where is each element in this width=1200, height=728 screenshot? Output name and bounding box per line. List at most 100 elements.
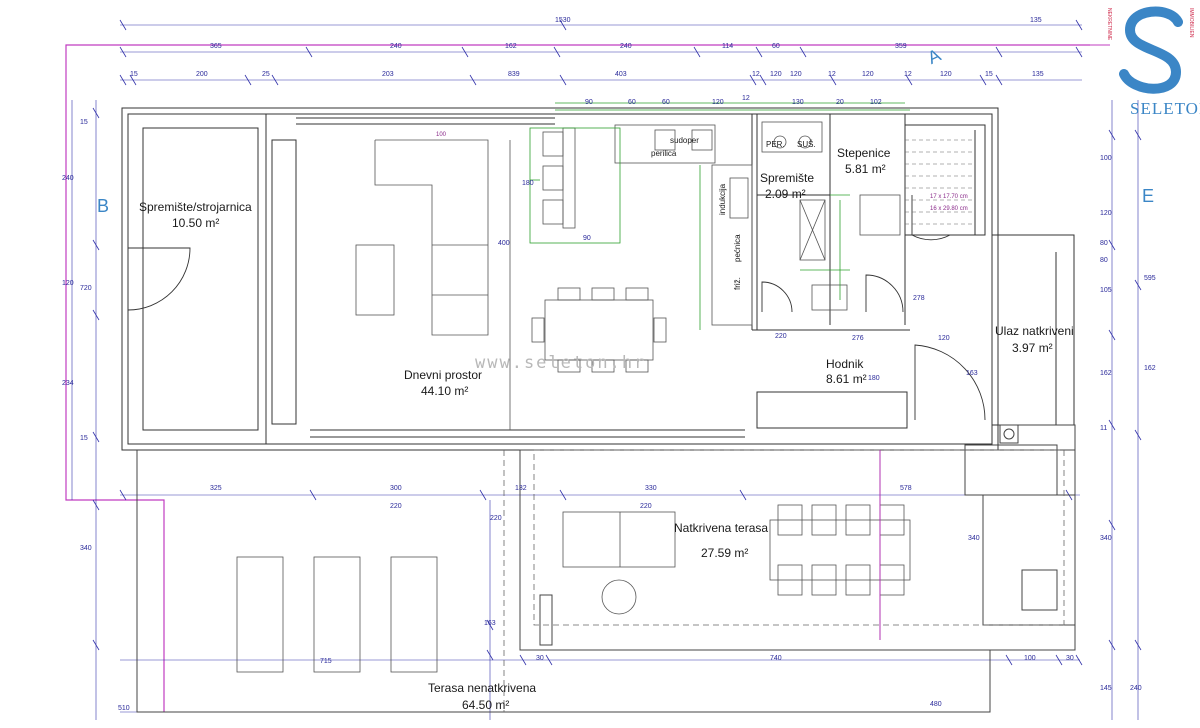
dim-label: 80 — [1100, 257, 1108, 264]
dim-label: 715 — [320, 658, 332, 665]
dim-label: 132 — [515, 485, 527, 492]
dim-label: 480 — [930, 701, 942, 708]
dim-label: 325 — [210, 485, 222, 492]
dim-label: 100 — [436, 132, 447, 138]
dim-label: 839 — [508, 71, 520, 78]
dim-label: 720 — [80, 285, 92, 292]
dim-label: 120 — [62, 280, 74, 287]
room-area-entrance: 3.97 m² — [1012, 341, 1053, 355]
dim-label: 120 — [770, 71, 782, 78]
room-area-storage: 10.50 m² — [172, 216, 219, 230]
dim-label: 120 — [790, 71, 802, 78]
dim-label: 120 — [712, 99, 724, 106]
room-area-stairs: 5.81 m² — [845, 162, 886, 176]
dim-label: 120 — [940, 71, 952, 78]
dim-label: 12 — [828, 71, 836, 78]
dim-label: 162 — [505, 43, 517, 50]
fixture-fridge: friž. — [733, 277, 742, 290]
dimension-lines — [71, 19, 1142, 720]
dim-label: 203 — [382, 71, 394, 78]
dim-top-right: 135 — [1030, 17, 1042, 24]
stair-treads — [905, 139, 975, 225]
dim-label: 15 — [985, 71, 993, 78]
dim-label: 240 — [62, 175, 74, 182]
terrace-dashed — [503, 449, 1065, 712]
dim-label: 130 — [792, 99, 804, 106]
fixture-oven: pećnica — [733, 234, 742, 262]
dim-label: 740 — [770, 655, 782, 662]
room-name-storage: Spremište/strojarnica — [139, 200, 252, 214]
dim-label: 100 — [1100, 155, 1112, 162]
dim-label: 60 — [772, 43, 780, 50]
fixture-washer: perilica — [651, 149, 677, 158]
terrace-outlines — [136, 424, 1076, 713]
dim-top-overall: 1530 — [555, 17, 571, 24]
room-area-pantry: 2.09 m² — [765, 187, 806, 201]
dim-label: 20 — [836, 99, 844, 106]
dim-label: 12 — [742, 95, 750, 102]
dim-label: 330 — [645, 485, 657, 492]
dim-label: 234 — [62, 380, 74, 387]
furniture — [236, 121, 911, 673]
dim-label: 162 — [1100, 370, 1112, 377]
room-name-living: Dnevni prostor — [404, 368, 482, 382]
dim-label: 60 — [628, 99, 636, 106]
dim-label: 180 — [868, 375, 880, 382]
dim-label: 240 — [620, 43, 632, 50]
building-walls — [121, 107, 1075, 451]
dim-label: 15 — [80, 119, 88, 126]
room-name-open-terrace: Terasa nenatkrivena — [428, 681, 536, 695]
dim-label: 145 — [1100, 685, 1112, 692]
dim-label: 340 — [968, 535, 980, 542]
dim-label: 12 — [904, 71, 912, 78]
dim-label: 200 — [196, 71, 208, 78]
dim-label: 120 — [1100, 210, 1112, 217]
dim-label: 220 — [490, 515, 502, 522]
dim-label: 102 — [870, 99, 882, 106]
dim-label: 120 — [938, 335, 950, 342]
property-boundary — [65, 44, 1090, 712]
dim-label: 15 — [130, 71, 138, 78]
dim-label: 400 — [498, 240, 510, 247]
logo-name: SELETON — [1130, 99, 1200, 118]
stair-note-2: 16 x 29.80 cm — [930, 206, 968, 212]
room-area-open-terrace: 64.50 m² — [462, 698, 509, 712]
dim-label: 220 — [640, 503, 652, 510]
dim-label: 60 — [662, 99, 670, 106]
room-name-entrance: Ulaz natkriveni — [995, 324, 1074, 338]
dimension-labels: 1530 135 365 240 162 240 114 60 359 15 2… — [62, 17, 1156, 712]
dim-label: 163 — [966, 370, 978, 377]
room-area-living: 44.10 m² — [421, 384, 468, 398]
logo-right-text: IMMOBILIEN — [1188, 8, 1194, 38]
fixture-sink: sudoper — [670, 136, 699, 145]
dim-label: 100 — [1024, 655, 1036, 662]
doors — [127, 195, 986, 421]
dim-label: 340 — [80, 545, 92, 552]
dim-label: 120 — [862, 71, 874, 78]
stair-note-1: 17 x 17.70 cm — [930, 194, 968, 200]
dim-label: 300 — [390, 485, 402, 492]
fixture-dryer: SUŠ. — [797, 140, 816, 149]
dim-label: 340 — [1100, 535, 1112, 542]
room-area-covered-terrace: 27.59 m² — [701, 546, 748, 560]
dim-label: 240 — [390, 43, 402, 50]
axis-label-a: A — [924, 45, 943, 68]
room-area-hall: 8.61 m² — [826, 372, 867, 386]
dim-label: 114 — [722, 43, 733, 50]
room-name-pantry: Spremište — [760, 171, 814, 185]
dim-label: 278 — [913, 295, 925, 302]
dim-label: 80 — [1100, 240, 1108, 247]
dim-label: 90 — [583, 235, 591, 242]
dim-label: 595 — [1144, 275, 1156, 282]
dim-label: 30 — [1066, 655, 1074, 662]
room-name-hall: Hodnik — [826, 357, 864, 371]
dim-label: 90 — [585, 99, 593, 106]
axis-label-e: E — [1142, 186, 1154, 206]
dim-label: 240 — [1130, 685, 1142, 692]
dim-label: 30 — [536, 655, 544, 662]
dim-label: 359 — [895, 43, 907, 50]
dim-label: 578 — [900, 485, 912, 492]
dim-label: 11 — [1100, 425, 1107, 432]
fixture-induction: indukcija — [718, 183, 727, 215]
